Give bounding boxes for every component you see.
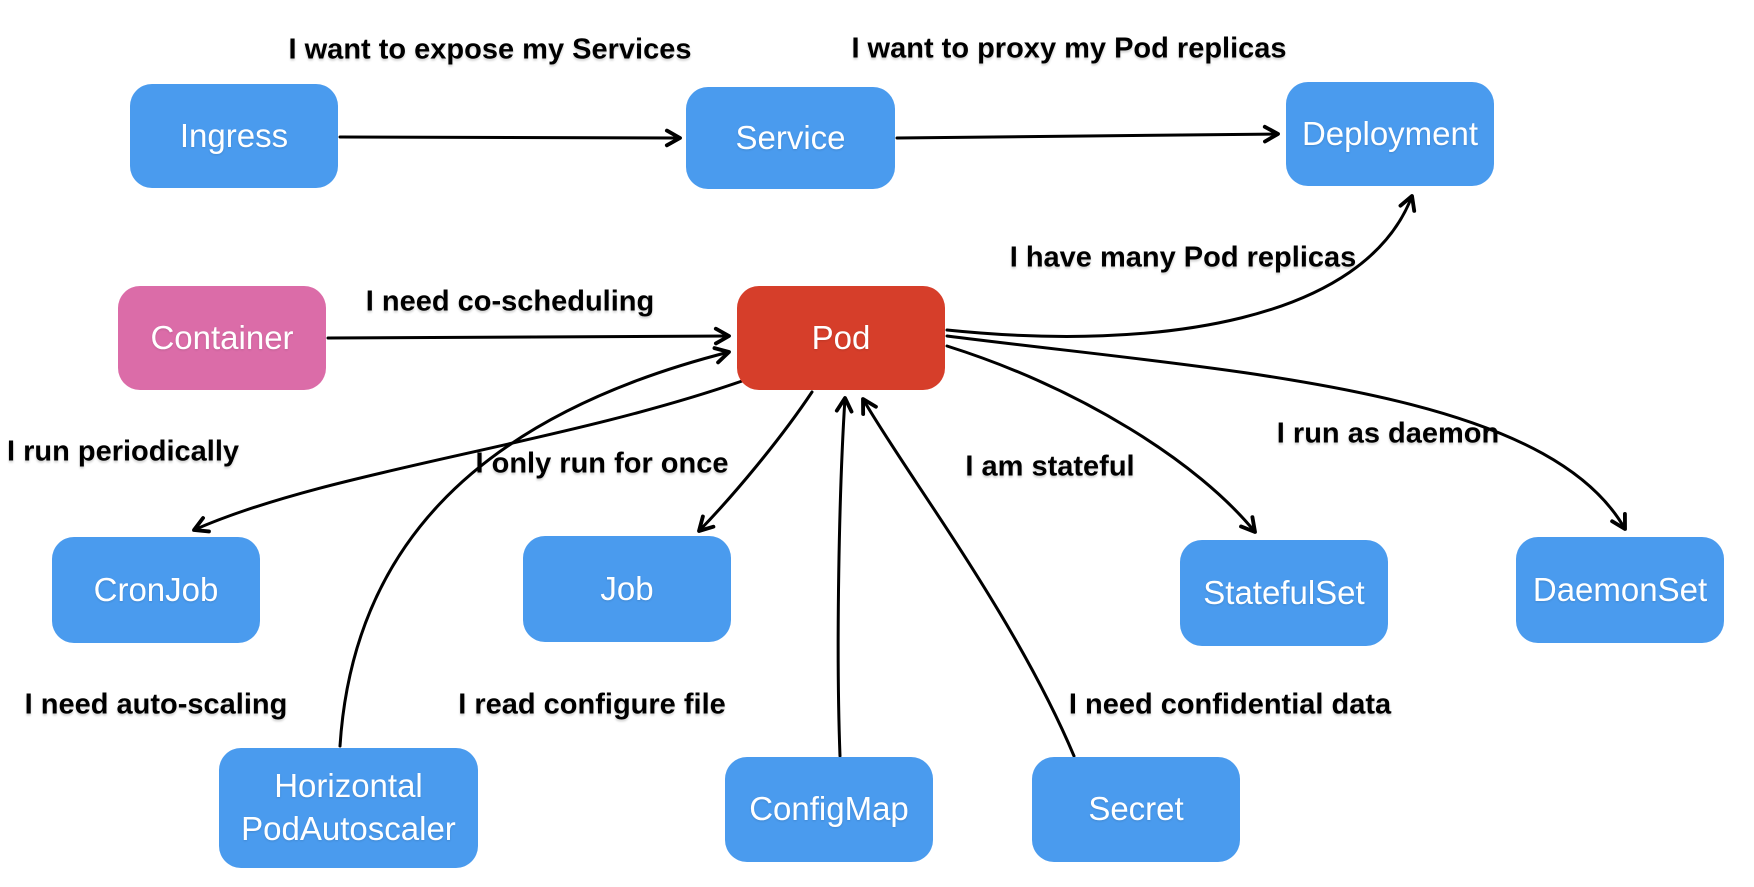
node-service: Service [686, 87, 895, 189]
edge-label-ingress-service: I want to expose my Services [288, 33, 692, 66]
node-job: Job [523, 536, 731, 642]
node-label-pod: Pod [811, 318, 871, 356]
edge-configmap-pod [834, 396, 854, 758]
node-pod: Pod [737, 286, 945, 390]
edge-label-hpa-pod: I need auto-scaling [24, 688, 288, 721]
node-container: Container [118, 286, 326, 390]
node-label-configmap: ConfigMap [749, 790, 909, 828]
edge-label-pod-cronjob: I run periodically [6, 435, 240, 468]
node-label-secret: Secret [1088, 790, 1184, 828]
node-label-cronjob: CronJob [93, 570, 219, 608]
edge-label-service-deployment: I want to proxy my Pod replicas [851, 32, 1287, 65]
edge-service-deployment [895, 124, 1280, 144]
node-label-statefulset: StatefulSet [1203, 573, 1365, 611]
node-label-ingress: Ingress [179, 116, 289, 154]
node-ingress: Ingress [130, 84, 338, 188]
node-label-deployment: Deployment [1301, 114, 1479, 152]
node-label-daemonset: DaemonSet [1532, 570, 1708, 608]
node-secret: Secret [1032, 757, 1240, 862]
edge-label-pod-statefulset: I am stateful [965, 450, 1135, 483]
node-configmap: ConfigMap [725, 757, 933, 862]
edge-label-pod-daemonset: I run as daemon [1276, 417, 1500, 450]
node-deployment: Deployment [1286, 82, 1494, 186]
node-label-hpa: Horizontal PodAutoscaler [241, 767, 456, 847]
node-label-container: Container [150, 318, 294, 356]
edge-ingress-service [338, 128, 682, 148]
node-label-service: Service [735, 118, 846, 156]
node-label-job: Job [600, 569, 654, 607]
edge-label-pod-deployment: I have many Pod replicas [1009, 241, 1357, 274]
node-cronjob: CronJob [52, 537, 260, 643]
edge-label-configmap-pod: I read configure file [458, 688, 726, 721]
edge-container-pod [326, 326, 731, 346]
edge-pod-statefulset [945, 344, 1257, 534]
node-daemonset: DaemonSet [1516, 537, 1724, 643]
edge-label-secret-pod: I need confidential data [1068, 688, 1392, 721]
node-statefulset: StatefulSet [1180, 540, 1388, 646]
node-hpa: Horizontal PodAutoscaler [219, 748, 478, 868]
edge-label-pod-job: I only run for once [475, 447, 729, 480]
edge-label-container-pod: I need co-scheduling [365, 285, 655, 318]
